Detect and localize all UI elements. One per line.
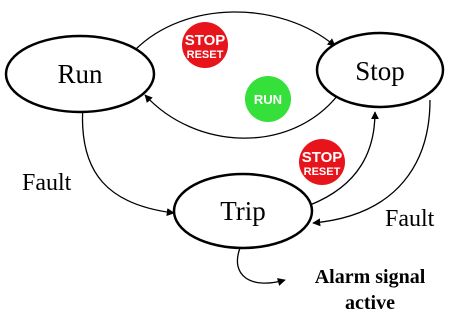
edge-stop-to-trip bbox=[312, 99, 431, 227]
stop-reset-top-label: STOP bbox=[185, 32, 226, 49]
state-trip-label: Trip bbox=[220, 196, 266, 226]
edge-run-to-stop bbox=[134, 11, 336, 51]
trip-stop-reset-top-label: STOP bbox=[302, 149, 343, 166]
alarm-label-line1: Alarm signal bbox=[315, 266, 426, 288]
state-trip: Trip bbox=[172, 172, 314, 250]
state-stop: Stop bbox=[315, 31, 445, 109]
fault-label-left: Fault bbox=[22, 170, 72, 196]
state-run: Run bbox=[4, 34, 156, 114]
edge-trip-to-stop bbox=[309, 111, 379, 206]
edge-run-to-trip bbox=[81, 104, 175, 217]
alarm-label-line2: active bbox=[345, 292, 395, 314]
state-stop-label: Stop bbox=[355, 56, 405, 86]
stop-reset-bottom-label: RESET bbox=[187, 49, 224, 61]
trip-stop-reset-bottom-label: RESET bbox=[304, 166, 341, 178]
stop-reset-button-icon: STOP RESET bbox=[299, 139, 345, 185]
edge-stop-to-run bbox=[144, 94, 339, 139]
stop-reset-button-icon: STOP RESET bbox=[182, 22, 228, 68]
run-button-label: RUN bbox=[254, 92, 282, 107]
state-run-label: Run bbox=[57, 59, 103, 89]
edge-trip-to-alarm bbox=[236, 247, 286, 286]
fault-label-right: Fault bbox=[385, 206, 435, 232]
run-button-icon: RUN bbox=[245, 76, 291, 122]
